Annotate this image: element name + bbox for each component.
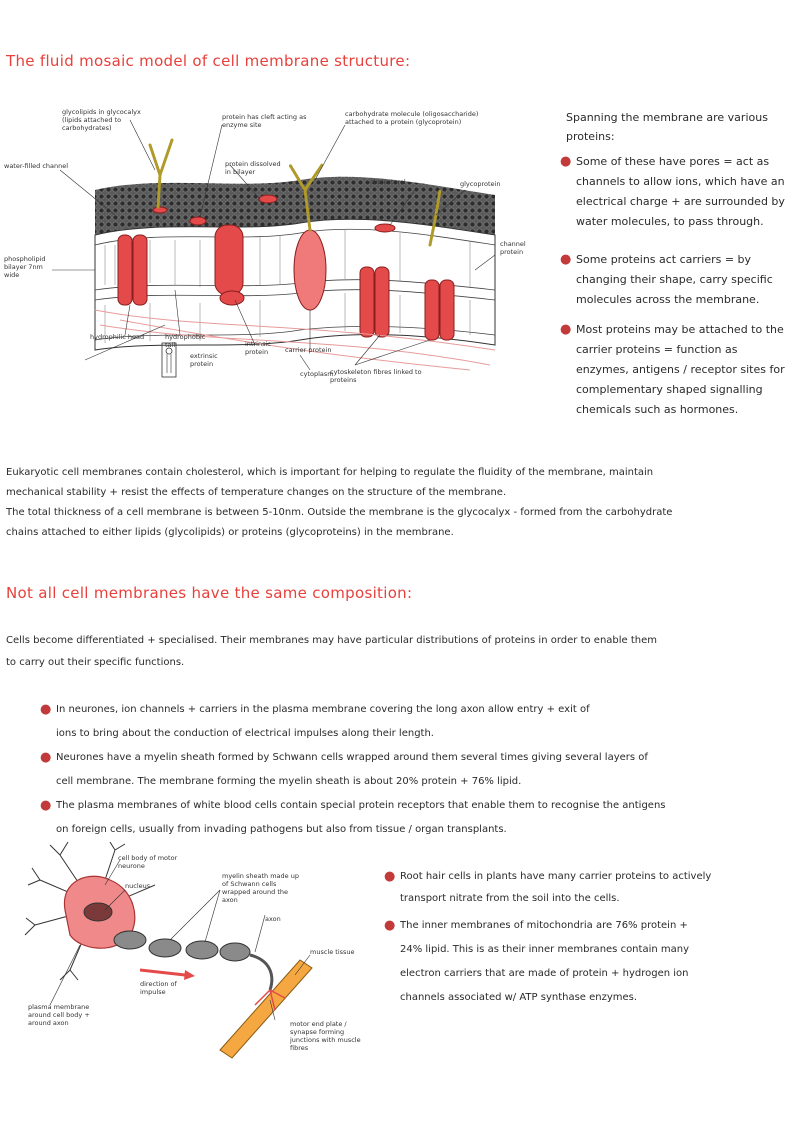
label-protein-cleft: protein has cleft acting as enzyme site [222, 113, 307, 129]
bullet-line: ions to bring about the conduction of el… [56, 728, 434, 739]
channel-protein-5 [424, 279, 440, 341]
para1-line: mechanical stability + resist the effect… [6, 487, 507, 498]
side-bullet-text: Some of these have pores = act as channe… [576, 155, 785, 228]
extrinsic-protein-bottom [219, 290, 245, 306]
label-cytoskeleton: cytoskeleton fibres linked to proteins [330, 368, 422, 384]
label-direction: direction of impulse [140, 980, 177, 996]
bullet-line: The inner membranes of mitochondria are … [400, 920, 688, 931]
surface-protein-3 [152, 206, 168, 214]
label-plasma: plasma membrane around cell body + aroun… [28, 1003, 90, 1027]
label-glycoprotein: carbohydrate molecule (oligosaccharide) … [345, 110, 479, 126]
bullet-line: on foreign cells, usually from invading … [56, 824, 507, 835]
label-cholesterol: cholesterol [370, 178, 406, 186]
para1-line: Eukaryotic cell membranes contain choles… [6, 467, 654, 478]
bullet-neurone-channels: ● In neurones, ion channels + carriers i… [40, 698, 790, 746]
side-bullet-1: ● Some of these have pores = act as chan… [560, 152, 788, 232]
channel-protein-4 [374, 266, 390, 338]
muscle-fibre [219, 959, 313, 1059]
myelin-segment-4 [219, 942, 251, 962]
myelin-segment-1 [113, 930, 147, 950]
channel-protein-2 [132, 234, 148, 306]
myelin-segment-2 [148, 938, 182, 958]
bullet-root-hair: ● Root hair cells in plants have many ca… [384, 866, 790, 910]
para1-line: The total thickness of a cell membrane i… [6, 507, 673, 518]
nucleus [83, 902, 113, 922]
side-intro: Spanning the membrane are various protei… [566, 111, 768, 143]
bullet-mitochondria: ● The inner membranes of mitochondria ar… [384, 914, 790, 1010]
label-cell-body: cell body of motor neurone [118, 854, 178, 870]
bullet-myelin: ● Neurones have a myelin sheath formed b… [40, 746, 790, 794]
bullet-line: Neurones have a myelin sheath formed by … [56, 752, 648, 763]
bullet-dot: ● [384, 869, 396, 884]
carrier-protein [293, 229, 327, 311]
label-cytoplasm: cytoplasm [300, 370, 334, 378]
impulse-arrow [139, 968, 186, 977]
bullet-dot: ● [40, 798, 52, 813]
label-end-plate: motor end plate / synapse forming juncti… [290, 1020, 361, 1052]
label-channel-protein: channel protein [500, 240, 526, 256]
label-protein-shape: protein dissolved in bilayer [225, 160, 281, 176]
bullet-line: electron carriers that are made of prote… [400, 968, 689, 979]
heading-composition: Not all cell membranes have the same com… [6, 584, 413, 602]
side-bullet-text: Most proteins may be attached to the car… [576, 323, 785, 416]
membrane-diagram [52, 119, 496, 378]
surface-protein-2 [258, 194, 278, 204]
paragraph-cholesterol: Eukaryotic cell membranes contain choles… [6, 463, 790, 543]
neuron-diagram [24, 841, 313, 1059]
side-bullet-2: ● Some proteins act carriers = by changi… [560, 250, 788, 310]
phospholipid-inset [161, 342, 177, 378]
label-glycoprotein-right: glycoprotein [460, 180, 501, 188]
bullet-dot: ● [560, 154, 572, 169]
label-intrinsic: intrinsic protein [245, 340, 271, 356]
bullet-dot: ● [40, 750, 52, 765]
label-carrier: carrier protein [285, 346, 332, 354]
side-bullet-text: Some proteins act carriers = by changing… [576, 253, 773, 306]
bullet-line: cell membrane. The membrane forming the … [56, 776, 522, 787]
label-muscle: muscle tissue [310, 948, 355, 956]
bullet-dot: ● [560, 252, 572, 267]
bullet-white-blood-cells: ● The plasma membranes of white blood ce… [40, 794, 790, 842]
heading-fluid-mosaic: The fluid mosaic model of cell membrane … [6, 52, 411, 70]
label-phospholipid: phospholipid bilayer 7nm wide [4, 255, 46, 279]
para2-line: to carry out their specific functions. [6, 657, 185, 668]
channel-protein-3 [359, 266, 375, 338]
bullet-line: In neurones, ion channels + carriers in … [56, 704, 590, 715]
bullet-line: transport nitrate from the soil into the… [400, 893, 620, 904]
glycoprotein-chain [288, 163, 324, 232]
channel-protein-6 [439, 279, 455, 341]
channel-protein-1 [117, 234, 133, 306]
paragraph-differentiation: Cells become differentiated + specialise… [6, 630, 790, 674]
label-axon: axon [265, 915, 281, 923]
bullet-line: Root hair cells in plants have many carr… [400, 871, 712, 882]
myelin-segment-3 [185, 940, 219, 960]
bullet-line: 24% lipid. This is as their inner membra… [400, 944, 689, 955]
bullet-line: The plasma membranes of white blood cell… [56, 800, 666, 811]
label-hydrophilic: hydrophilic head [90, 333, 145, 341]
label-hydrophobic: hydrophobic tail [165, 333, 206, 349]
bullet-line: channels associated w/ ATP synthase enzy… [400, 992, 638, 1003]
surface-protein-4 [374, 223, 396, 233]
side-bullet-3: ● Most proteins may be attached to the c… [560, 320, 788, 420]
surface-protein-1 [189, 216, 207, 226]
bullet-dot: ● [560, 322, 572, 337]
label-water-filled: water-filled channel [4, 162, 69, 170]
glycolipid-chain [148, 138, 174, 209]
label-nucleus: nucleus [125, 882, 151, 890]
bullet-dot: ● [384, 918, 396, 933]
bullet-dot: ● [40, 702, 52, 717]
label-myelin: myelin sheath made up of Schwann cells w… [222, 872, 299, 904]
label-glycolipid: glycolipids in glycocalyx (lipids attach… [62, 108, 141, 132]
label-extrinsic: extrinsic protein [190, 352, 218, 368]
intrinsic-protein [214, 224, 244, 296]
para2-line: Cells become differentiated + specialise… [6, 635, 658, 646]
axon [249, 953, 274, 991]
para1-line: chains attached to either lipids (glycol… [6, 527, 454, 538]
